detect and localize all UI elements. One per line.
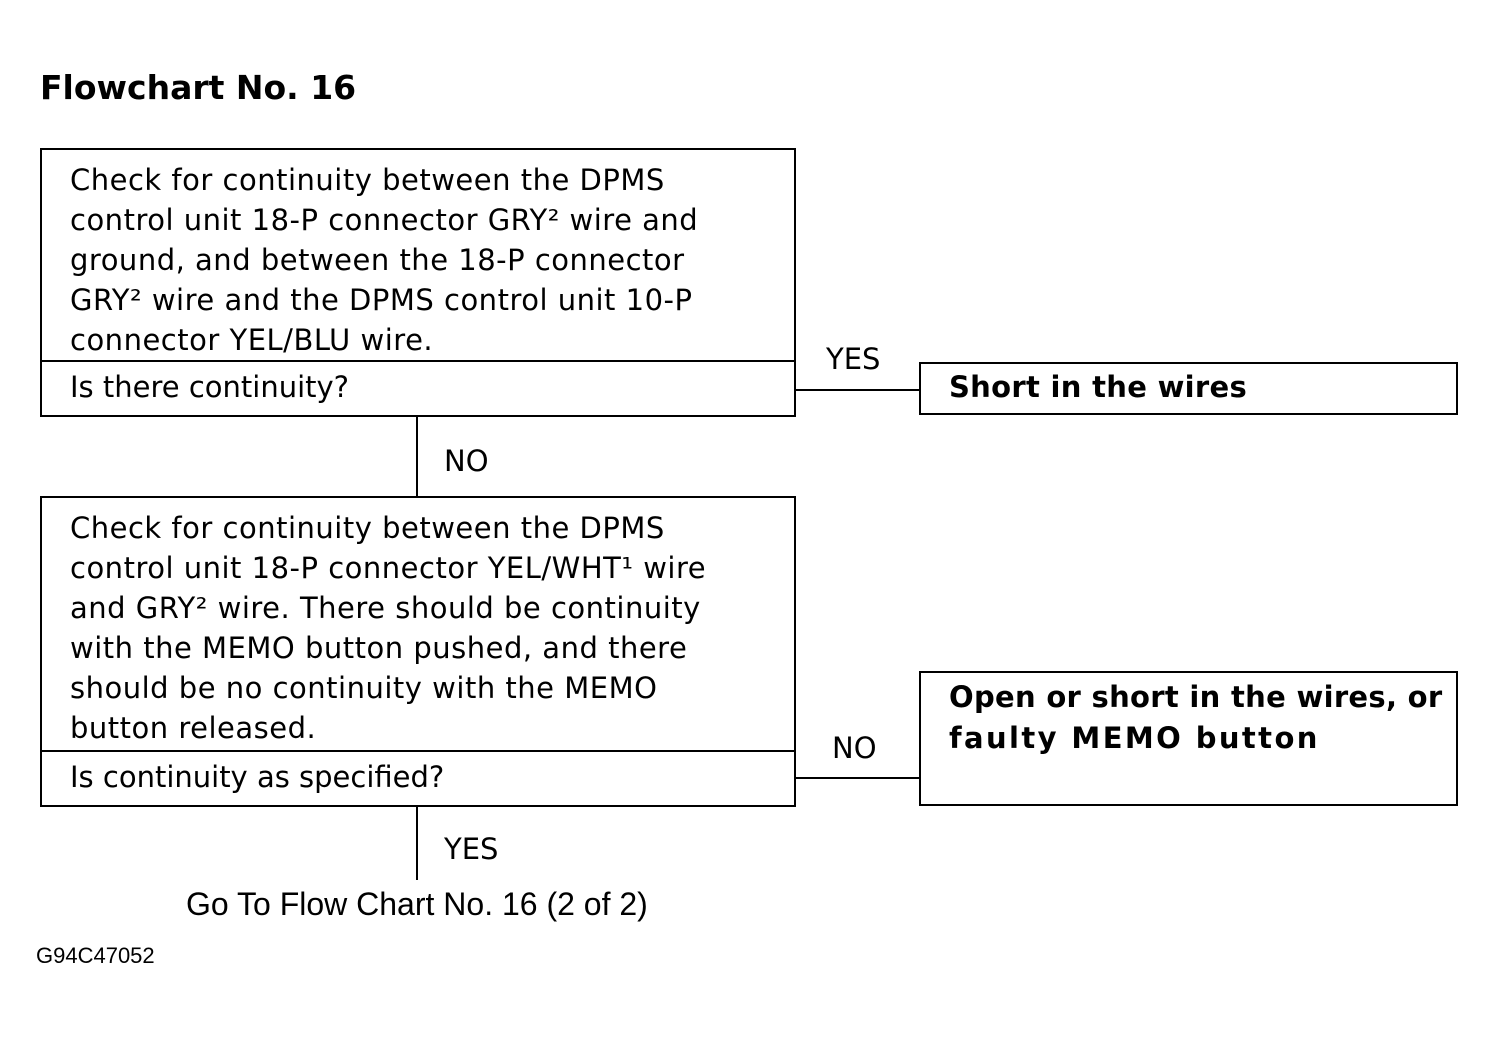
result-open-short-box: Open or short in the wires, or faulty ME…: [919, 671, 1458, 806]
step1-no-label: NO: [444, 444, 489, 478]
step2-question: Is continuity as specified?: [70, 760, 445, 794]
step1-line: ground, and between the 18-P connector: [70, 243, 685, 277]
step1-box: Check for continuity between the DPMS co…: [40, 148, 796, 417]
step1-yes-connector: [796, 389, 920, 391]
figure-code: G94C47052: [36, 943, 155, 968]
step1-line: GRY² wire and the DPMS control unit 10-P: [70, 283, 693, 317]
step2-line: and GRY² wire. There should be continuit…: [70, 591, 701, 625]
result-short-text: Short in the wires: [949, 370, 1248, 404]
step2-question-row: Is continuity as specified?: [42, 750, 794, 805]
step2-instructions: Check for continuity between the DPMS co…: [70, 508, 766, 748]
step1-line: control unit 18-P connector GRY² wire an…: [70, 203, 699, 237]
step1-no-connector: [416, 417, 418, 497]
result-short-box: Short in the wires: [919, 362, 1458, 415]
step1-question-row: Is there continuity?: [42, 360, 794, 415]
next-step-text: Go To Flow Chart No. 16 (2 of 2): [186, 886, 648, 922]
page-title: Flowchart No. 16: [40, 68, 357, 107]
step2-box: Check for continuity between the DPMS co…: [40, 496, 796, 807]
step2-no-label: NO: [832, 731, 877, 765]
step1-line: connector YEL/BLU wire.: [70, 323, 434, 357]
step2-line: Check for continuity between the DPMS: [70, 511, 665, 545]
step2-yes-connector: [416, 807, 418, 880]
step1-line: Check for continuity between the DPMS: [70, 163, 665, 197]
step2-line: control unit 18-P connector YEL/WHT¹ wir…: [70, 551, 707, 585]
step2-line: with the MEMO button pushed, and there: [70, 631, 688, 665]
step2-yes-label: YES: [444, 832, 499, 866]
step1-question: Is there continuity?: [70, 370, 350, 404]
step2-no-connector: [796, 777, 920, 779]
step2-line: should be no continuity with the MEMO: [70, 671, 658, 705]
result-open-short-line: faulty MEMO button: [949, 721, 1320, 755]
result-open-short-line: Open or short in the wires, or: [949, 680, 1443, 714]
step2-line: button released.: [70, 711, 317, 745]
step1-yes-label: YES: [826, 342, 881, 376]
step1-instructions: Check for continuity between the DPMS co…: [70, 160, 766, 360]
